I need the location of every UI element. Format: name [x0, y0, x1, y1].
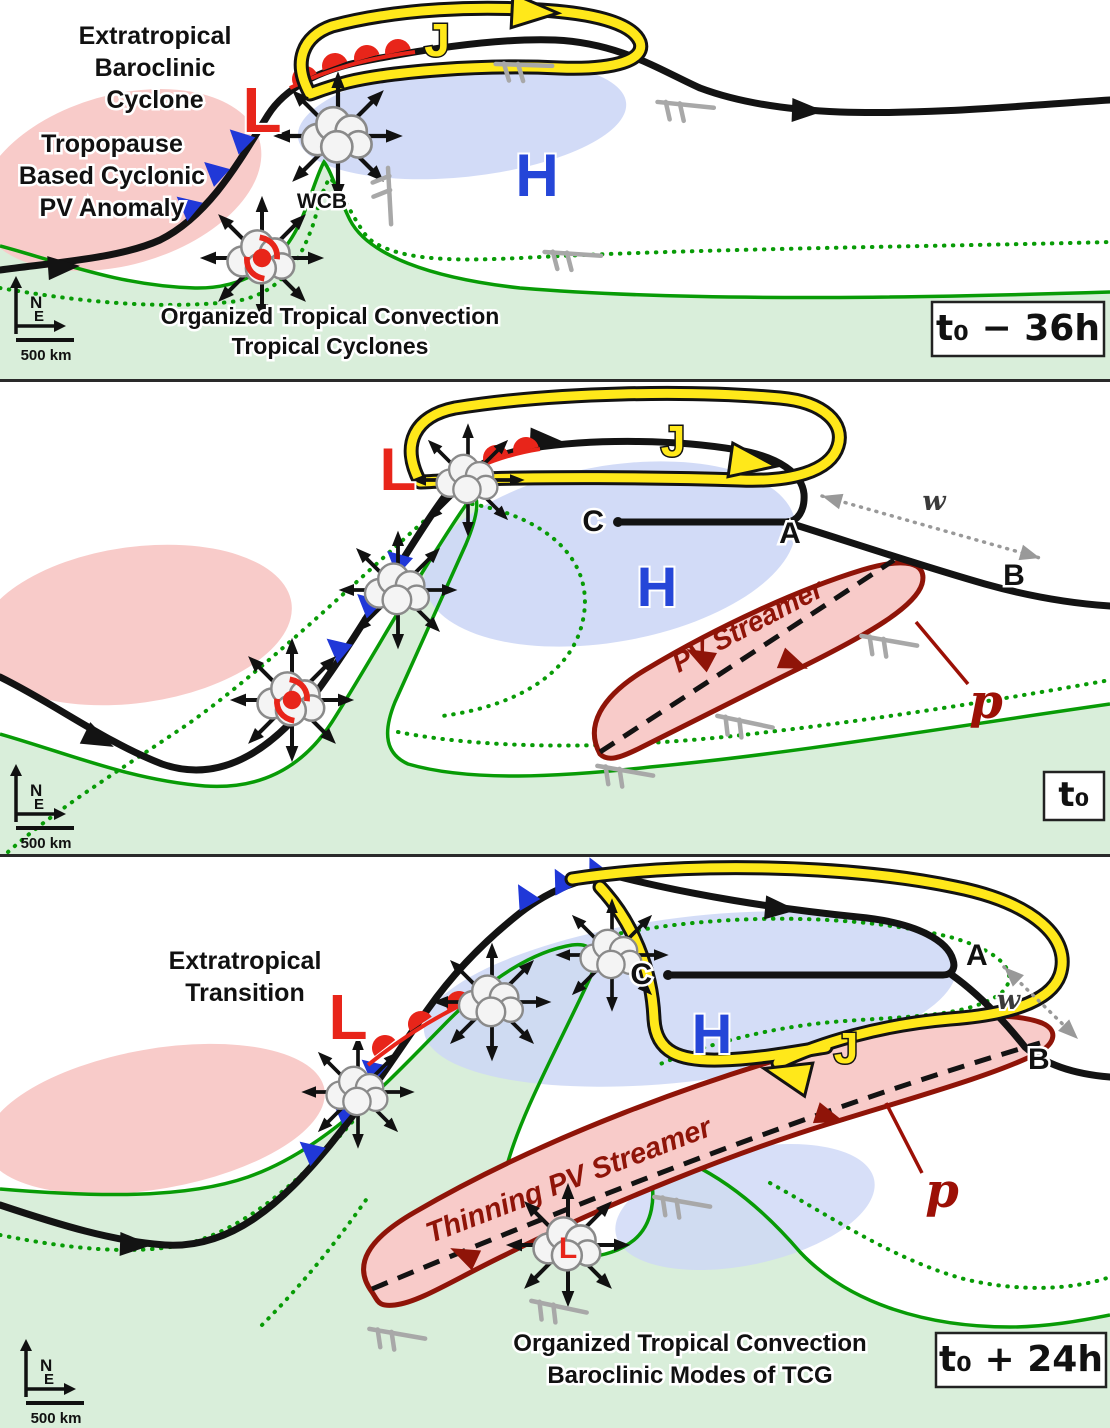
caption-line: Tropopause — [41, 130, 183, 158]
p-annotation: p — [914, 620, 1003, 730]
theta-e-contour-dotted — [440, 502, 587, 718]
time-label: t₀ − 36h — [936, 308, 1100, 349]
caption-line: Baroclinic — [95, 54, 216, 82]
tropopause-contour-downstream — [948, 971, 1110, 1081]
panel-divider — [0, 379, 1110, 382]
convective-cloud — [411, 423, 524, 536]
moist-tropical-airmass — [0, 944, 1110, 1428]
caption-line: Organized Tropical Convection — [161, 303, 500, 329]
convection-caption: Organized Tropical Convection Baroclinic… — [511, 1328, 869, 1392]
caption-line: Transition — [185, 979, 304, 1007]
time-badge: t₀ — [1042, 770, 1106, 822]
high-label: H — [692, 1002, 732, 1065]
caption-line: Organized Tropical Convection — [513, 1330, 866, 1357]
tropopause-contour — [0, 437, 808, 774]
caption-line: Tropical Cyclones — [232, 333, 429, 359]
convection-caption: Organized Tropical Convection Tropical C… — [158, 301, 502, 362]
jet-label: J — [661, 417, 685, 466]
caption-line: Extratropical — [79, 22, 232, 50]
p-label: p — [925, 1163, 959, 1219]
point-c-dot — [663, 970, 673, 980]
time-label: t₀ + 24h — [939, 1339, 1103, 1380]
time-badge: t₀ − 36h — [930, 300, 1106, 358]
tropopause-contour-top — [608, 871, 958, 979]
point-a-label: A — [779, 517, 801, 550]
theta-e-contour-dotted — [396, 678, 1110, 748]
moist-tropical-airmass — [0, 494, 1110, 854]
point-a-label: A — [966, 939, 988, 972]
caption-line: Extratropical — [169, 947, 322, 975]
jet-label: J — [834, 1024, 858, 1073]
theta-e-contour-dotted — [768, 1181, 1110, 1290]
point-c-label: C — [582, 505, 604, 538]
wcb-cloud — [273, 71, 403, 201]
point-b-label: B — [1003, 559, 1025, 592]
theta-e-contour-dotted — [6, 512, 434, 854]
caption-line: PV Anomaly — [40, 194, 185, 222]
wind-barb — [713, 708, 773, 748]
panel-t0-minus-36h: J L H WCB Extratropical Baroclinic Cyclo… — [0, 0, 1110, 379]
pv-anomaly-blob — [0, 544, 292, 706]
jet-axis — [403, 385, 847, 490]
ridge-blob — [297, 60, 627, 180]
point-c-label: C — [630, 958, 652, 991]
panel-divider — [0, 854, 1110, 857]
wcb-label: WCB — [297, 190, 347, 213]
tropical-convection-cloud — [200, 196, 324, 320]
p-annotation: p — [884, 1102, 959, 1219]
theta-e-contour-dotted — [260, 1195, 370, 1327]
convective-cloud — [339, 531, 458, 650]
high-label: H — [637, 555, 677, 618]
p-label: p — [969, 674, 1003, 730]
low-label: L — [328, 981, 367, 1053]
ridge-width-annotation: w — [995, 961, 1084, 1045]
jet-axis — [564, 860, 1070, 1098]
convective-cloud — [555, 898, 668, 1011]
pv-anomaly-caption: Tropopause Based Cyclonic PV Anomaly — [16, 128, 207, 225]
theta-e-contour-dotted — [0, 174, 1110, 307]
flow-arrow — [791, 97, 825, 124]
caption-line: Baroclinic Modes of TCG — [547, 1362, 832, 1389]
ridge-blob — [424, 461, 796, 647]
point-b-label: B — [1028, 1043, 1050, 1076]
moist-tropical-airmass — [0, 162, 1110, 379]
jet-label: J — [424, 14, 450, 66]
wind-barb — [654, 94, 714, 129]
w-label: w — [922, 486, 947, 517]
caption-line: Cyclone — [106, 86, 203, 114]
ridge-width-annotation: w — [819, 484, 1043, 566]
tropopause-contour — [0, 36, 1110, 274]
point-c-dot — [613, 517, 623, 527]
w-label: w — [997, 985, 1022, 1016]
convective-cloud — [433, 943, 552, 1062]
panel-t0-plus-24h: Thinning PV Streamer J L L H C A B — [0, 857, 1110, 1428]
cyclone-caption: Extratropical Baroclinic Cyclone — [76, 20, 234, 117]
theta-e-contour-solid — [0, 491, 1110, 789]
high-label: H — [515, 142, 558, 209]
embedded-low-label: L — [559, 1232, 577, 1265]
time-label: t₀ — [1058, 775, 1089, 815]
time-badge: t₀ + 24h — [934, 1331, 1108, 1389]
low-label: L — [242, 74, 281, 146]
tropopause-contour-downstream — [782, 518, 1110, 610]
streamer-axis-dashed — [598, 557, 896, 755]
caption-line: Based Cyclonic — [19, 162, 205, 190]
jet-axis — [293, 0, 649, 102]
pv-anomaly-blob — [0, 1043, 325, 1195]
low-label: L — [380, 436, 417, 503]
tropical-cyclone-cloud — [230, 638, 354, 762]
wind-barb — [542, 244, 601, 277]
pv-anomaly-blob — [0, 89, 262, 271]
panel-t0: PV Streamer J L H C A B w p — [0, 382, 1110, 854]
transition-caption: Extratropical Transition — [166, 945, 324, 1010]
